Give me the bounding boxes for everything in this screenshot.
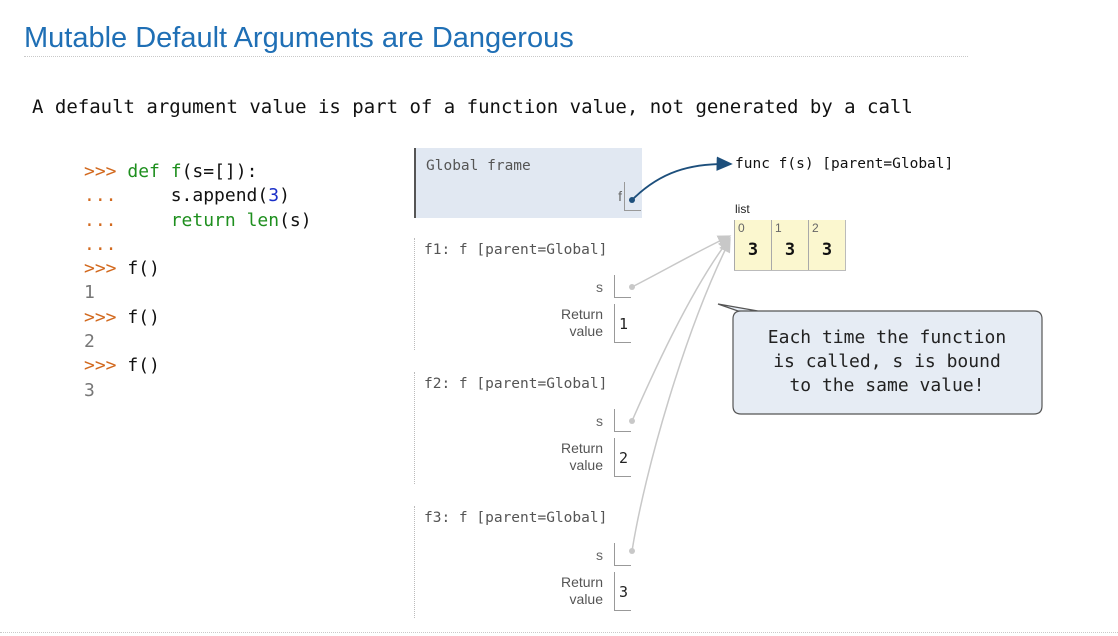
code-token-text: (s) <box>279 209 312 231</box>
code-token-prompt: >>> <box>84 161 128 182</box>
subtitle: A default argument value is part of a fu… <box>32 96 913 118</box>
pointer-f-dot <box>629 197 635 203</box>
callout-line: Each time the function <box>767 327 1007 348</box>
title-divider <box>24 56 968 57</box>
code-token-out: 2 <box>84 331 95 353</box>
global-frame-title: Global frame <box>426 158 531 174</box>
pointer-f3-dot <box>629 548 635 554</box>
code-token-text: (s=[]): <box>181 161 258 182</box>
code-token-text: f() <box>127 306 160 328</box>
code-token-kw: def <box>127 161 171 182</box>
code-line: >>> f() <box>84 257 312 281</box>
code-token-prompt: >>> <box>84 258 128 280</box>
code-block: >>> def f(s=[]):... s.append(3)... retur… <box>84 160 312 403</box>
frame-1-var-s: s <box>596 279 603 295</box>
code-line: ... return len(s) <box>84 209 312 233</box>
frame-2-title: f2: f [parent=Global] <box>424 376 608 392</box>
code-line: 3 <box>84 379 312 403</box>
code-token-text: f() <box>127 355 160 377</box>
code-line: >>> f() <box>84 354 312 378</box>
pointer-f3-s-to-list <box>631 238 731 552</box>
function-object-label: func f(s) [parent=Global] <box>735 156 954 172</box>
code-token-prompt: ... <box>84 185 171 207</box>
code-token-prompt: >>> <box>84 306 128 328</box>
frame-3-var-s-cell <box>614 543 631 566</box>
frame-3-title: f3: f [parent=Global] <box>424 510 608 526</box>
frame-2-var-s-cell <box>614 409 631 432</box>
frame-2-return-value: 2 <box>619 449 629 467</box>
code-line: 1 <box>84 281 312 305</box>
frame-2-return-cell <box>614 438 631 477</box>
list-value: 3 <box>821 240 833 260</box>
code-token-prompt: ... <box>84 233 117 255</box>
pointer-f-to-func <box>631 156 733 201</box>
frame-3-return-label: Return value <box>560 574 603 607</box>
code-token-out: 3 <box>84 379 95 401</box>
frame-1-return-label: Return value <box>560 306 603 339</box>
pointer-f2-s-to-list <box>631 236 731 422</box>
code-line: >>> def f(s=[]): <box>84 160 312 184</box>
global-frame: Global frame f <box>414 148 642 218</box>
code-token-kw: return <box>170 209 247 231</box>
list-index: 1 <box>775 221 782 235</box>
callout-line: to the same value! <box>789 375 985 396</box>
list-index: 0 <box>738 221 745 235</box>
frame-1-title: f1: f [parent=Global] <box>424 242 608 258</box>
frame-3-var-s: s <box>596 547 603 563</box>
frame-3-return-value: 3 <box>619 583 629 601</box>
list-index: 2 <box>812 221 819 235</box>
frame-3-border <box>414 506 415 618</box>
frame-2-border <box>414 372 415 484</box>
code-token-text: f() <box>127 258 160 280</box>
frame-1-border <box>414 238 415 350</box>
code-token-num: 3 <box>268 185 280 207</box>
code-token-text: s.append( <box>170 185 269 207</box>
frame-2-return-label: Return value <box>560 440 603 473</box>
code-token-kw: f <box>170 161 182 182</box>
code-line: 2 <box>84 330 312 354</box>
code-token-out: 1 <box>84 282 95 304</box>
list-value: 3 <box>747 240 759 260</box>
code-token-kw: len <box>246 209 280 231</box>
global-var-f: f <box>618 188 622 204</box>
bottom-divider <box>0 632 1118 633</box>
callout-line: is called, s is bound <box>773 351 1001 372</box>
list-object-label: list <box>735 202 750 216</box>
list-value: 3 <box>784 240 796 260</box>
callout-text: Each time the function is called, s is bo… <box>735 326 1039 398</box>
callout-bubble <box>717 303 1043 415</box>
pointer-f2-dot <box>629 418 635 424</box>
global-var-f-cell <box>624 182 641 211</box>
code-token-prompt: >>> <box>84 355 128 377</box>
frame-1-return-value: 1 <box>619 315 629 333</box>
code-line: ... s.append(3) <box>84 184 312 208</box>
frame-1-return-cell <box>614 304 631 343</box>
code-line: >>> f() <box>84 306 312 330</box>
code-line: ... <box>84 233 312 257</box>
code-token-prompt: ... <box>84 209 171 231</box>
pointer-f1-s-to-list <box>631 235 732 288</box>
slide-title: Mutable Default Arguments are Dangerous <box>24 22 574 54</box>
frame-1-var-s-cell <box>614 275 631 298</box>
pointer-f1-dot <box>629 284 635 290</box>
frame-3-return-cell <box>614 572 631 611</box>
code-token-text: ) <box>279 185 290 207</box>
frame-2-var-s: s <box>596 413 603 429</box>
